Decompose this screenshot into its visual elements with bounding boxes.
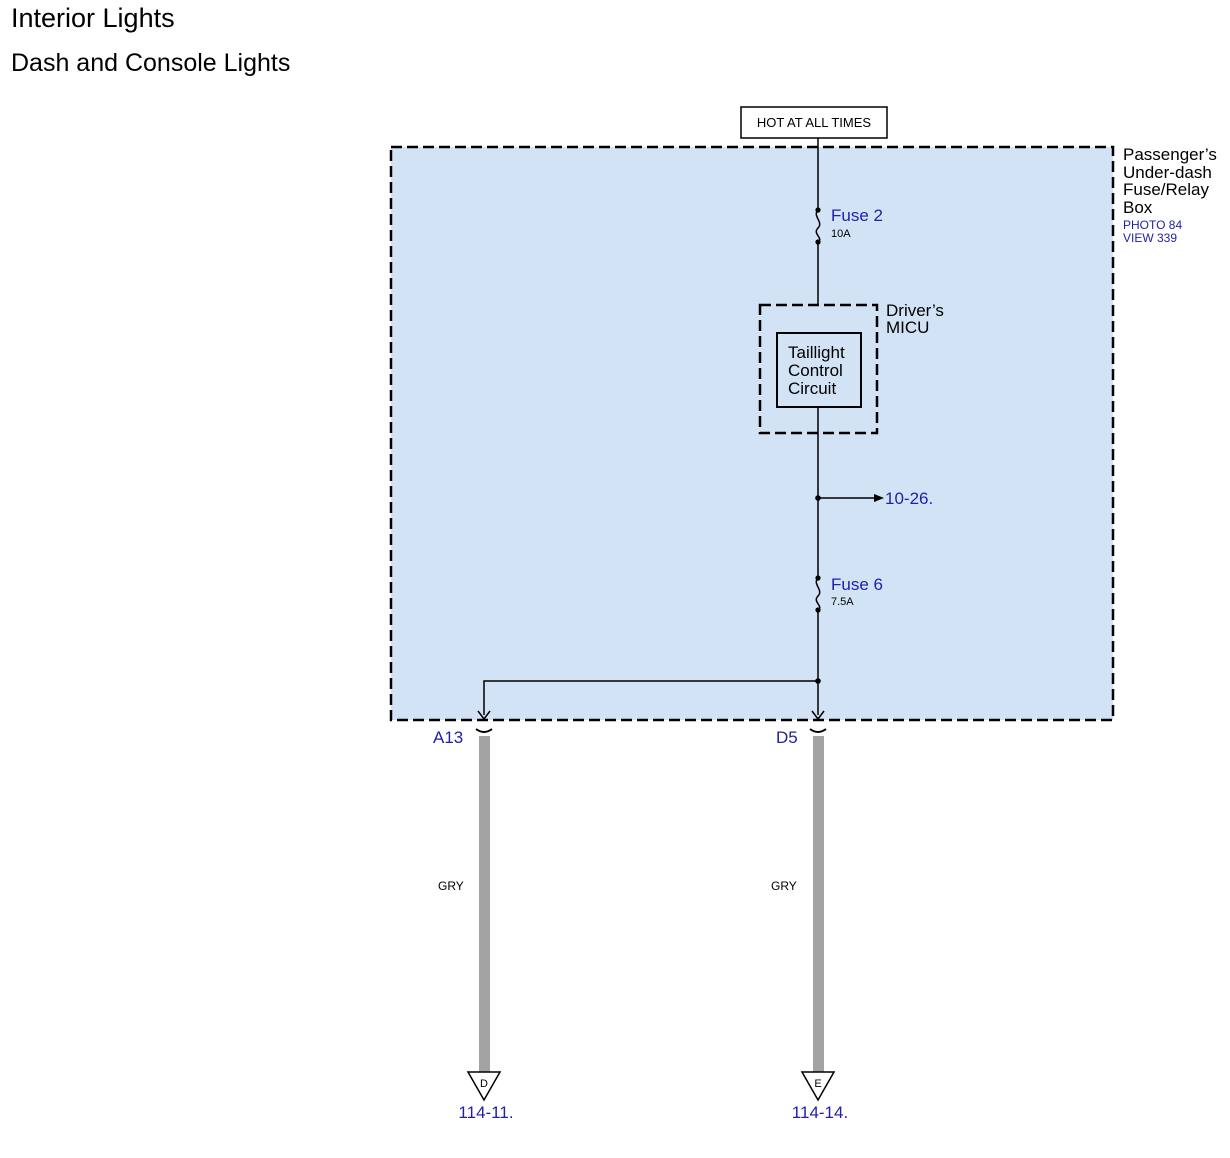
connector-pin-a13: A13 — [433, 728, 463, 747]
page-subtitle: Dash and Console Lights — [11, 49, 291, 77]
power-source-label: HOT AT ALL TIMES — [757, 115, 871, 130]
circuit-label-line-1: Taillight — [788, 343, 845, 362]
fuse-6-label: Fuse 6 — [831, 575, 883, 594]
a13-connector-icon — [475, 728, 493, 733]
fuse-2-symbol — [815, 207, 821, 245]
terminal-e-icon — [800, 1071, 836, 1102]
terminal-d-label: D — [480, 1078, 488, 1090]
reference-link-114-14[interactable]: 114-14. — [792, 1103, 848, 1122]
fuse-box-label-line-1: Passenger’s — [1123, 145, 1217, 164]
reference-link-114-11[interactable]: 114-11. — [458, 1103, 513, 1122]
terminal-d-icon — [466, 1071, 502, 1102]
line-to-a13 — [483, 680, 818, 715]
circuit-label-line-2: Control — [788, 361, 843, 380]
fuse-box-label-line-3: Fuse/Relay — [1123, 180, 1209, 199]
branch-arrow-icon — [874, 494, 884, 502]
power-source-box — [740, 106, 888, 139]
connector-pin-d5: D5 — [776, 728, 798, 747]
wire-color-left: GRY — [438, 879, 464, 893]
branch-reference-link[interactable]: 10-26. — [885, 489, 933, 508]
micu-label-line-2: MICU — [886, 318, 929, 337]
fuse-6-symbol — [815, 575, 821, 613]
fuse-box-label-line-2: Under-dash — [1123, 163, 1212, 182]
wire-gry-right — [813, 736, 824, 1072]
fuse-2-rating: 10A — [831, 228, 851, 240]
circuit-label-line-3: Circuit — [788, 379, 836, 398]
d5-connector-icon — [809, 728, 827, 733]
d5-arrow-icon — [811, 710, 825, 721]
taillight-control-circuit-box — [776, 332, 862, 408]
fuse-box-label-line-4: Box — [1123, 198, 1153, 217]
wire-color-right: GRY — [771, 879, 797, 893]
terminal-e-label: E — [814, 1078, 821, 1090]
wire-gry-left — [479, 736, 490, 1072]
page-title: Interior Lights — [11, 3, 175, 33]
fuse-box-view-link[interactable]: VIEW 339 — [1123, 231, 1177, 245]
micu-label-line-1: Driver’s — [886, 301, 944, 320]
fuse-2-label: Fuse 2 — [831, 206, 883, 225]
fuse-6-rating: 7.5A — [831, 596, 854, 608]
fuse-relay-box — [389, 145, 1115, 722]
fuse-box-photo-link[interactable]: PHOTO 84 — [1123, 218, 1182, 232]
a13-arrow-icon — [477, 710, 491, 721]
